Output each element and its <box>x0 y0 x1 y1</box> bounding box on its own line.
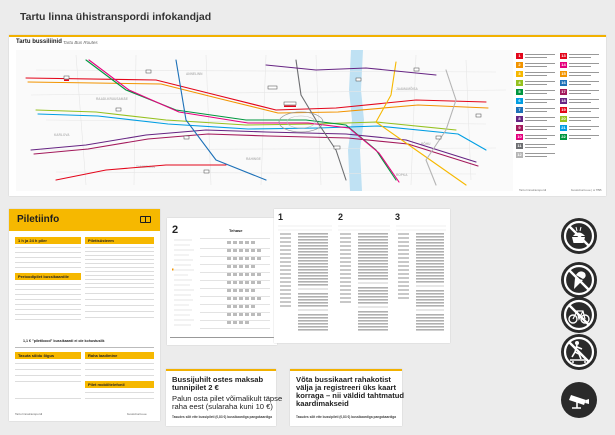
notice-card-title-2: välja ja registreeri üks kaart <box>296 383 397 392</box>
map-subtitle: Tartu Bus Routes <box>63 39 98 45</box>
timetable-stop-list <box>172 239 194 326</box>
box-mobile-ticket: Pilet mobiiltelefonil <box>85 381 154 388</box>
timetable-columns <box>278 225 446 331</box>
legend-route-8: 8 <box>516 116 558 122</box>
svg-text:RAADI-KRUUSAMÄE: RAADI-KRUUSAMÄE <box>96 97 128 101</box>
legend-route-19: 19 <box>560 107 602 113</box>
notice-card-title-1: Võta bussikaart rahakotist <box>296 375 391 384</box>
legend-route-16: 16 <box>560 80 602 86</box>
legend-route-12: 12 <box>516 152 558 158</box>
legend-route-9: 9 <box>516 125 558 131</box>
timetable-number-3: 3 <box>395 212 401 222</box>
ticket-info-header: Piletiinfo <box>9 209 160 231</box>
legend-route-13: 13 <box>560 53 602 59</box>
legend-route-4: 4 <box>516 80 558 86</box>
svg-text:ROPKA: ROPKA <box>396 173 408 177</box>
timetable-route-2: 2 Tehase <box>167 218 277 345</box>
no-ice-cream-icon <box>561 262 597 298</box>
notice-cash-title-2: tunnipilet 2 € <box>172 383 219 392</box>
legend-route-6: 6 <box>516 98 558 104</box>
no-eating-icon <box>561 218 597 254</box>
notice-card-register: Võta bussikaart rahakotist välja ja regi… <box>290 369 405 426</box>
route-legend: 1 2 3 4 5 6 7 8 9 10 11 12 13 14 15 16 1… <box>516 53 602 179</box>
map-footer-left: Tartu linnatranspordi <box>519 188 547 192</box>
legend-route-21: 21 <box>560 125 602 131</box>
no-skateboard-icon <box>561 334 597 370</box>
route-map-poster: Tartu bussiliinid Tartu Bus Routes RAADI… <box>9 35 606 196</box>
river <box>348 50 364 191</box>
legend-route-2: 2 <box>516 62 558 68</box>
svg-text:RAHINGE: RAHINGE <box>246 157 261 161</box>
legend-route-14: 14 <box>560 62 602 68</box>
box-period-ticket: Perioodipilet bussikaardile <box>15 273 81 280</box>
timetable-route-number: 2 <box>172 224 179 236</box>
legend-route-1: 1 <box>516 53 558 59</box>
notice-cash-title-1: Bussijuhilt ostes maksab <box>172 375 264 384</box>
notice-card-title-3: korraga – nii väldid tahtmatud <box>296 391 405 400</box>
legend-route-18: 18 <box>560 98 602 104</box>
notice-card-footer: Tasudes sõit ette bussipileti (0,83 €) b… <box>296 415 397 419</box>
box-single-ticket: 1 h ja 24 h piler <box>15 237 81 244</box>
timetable-number-2: 2 <box>338 212 344 222</box>
map-footer-right: bussid.tartu.ee | ● TBB <box>571 188 602 192</box>
legend-route-20: 20 <box>560 116 602 122</box>
map-header: Tartu bussiliinid Tartu Bus Routes <box>9 37 606 49</box>
notice-cash-footer: Tasudes sõit ette bussipileti (0,83 €) b… <box>172 415 273 419</box>
legend-route-15: 15 <box>560 71 602 77</box>
notice-cash-fare: Bussijuhilt ostes maksab tunnipilet 2 € … <box>166 369 282 426</box>
svg-text:KARLOVA: KARLOVA <box>54 133 70 137</box>
ticket-info-poster: Piletiinfo 1 h ja 24 h piler Piletisüste… <box>9 209 160 421</box>
page-title: Tartu linna ühistranspordi infokandjad <box>20 11 212 23</box>
cctv-icon <box>561 382 597 418</box>
note-code: 1,1 € "piletikood" bussikaardi ei ole ko… <box>23 339 105 343</box>
no-bicycle-icon <box>561 297 597 333</box>
ticket-icon <box>140 216 151 223</box>
timetable-number-1: 1 <box>278 212 284 222</box>
legend-route-5: 5 <box>516 89 558 95</box>
legend-route-10: 10 <box>516 134 558 140</box>
legend-route-17: 17 <box>560 89 602 95</box>
box-ticket-system: Piletisüsteem <box>85 237 154 244</box>
ticket-info-title: Piletiinfo <box>17 214 60 225</box>
legend-route-7: 7 <box>516 107 558 113</box>
timetable-stop-name: Tehase <box>229 228 243 233</box>
notice-card-title-4: kaardimakseid <box>296 399 349 408</box>
legend-route-22: 22 <box>560 134 602 140</box>
timetable-times <box>227 241 261 324</box>
ticket-footer-left: Tartu linnatranspordi <box>15 412 43 416</box>
svg-text:ANNELINN: ANNELINN <box>186 72 203 76</box>
notice-cash-sub-1: Palun osta pilet võimalikult täpse <box>172 394 283 403</box>
box-free-ride: Tasuta sõidu õigus <box>15 352 81 359</box>
route-map: RAADI-KRUUSAMÄE KARLOVA ANNELINN JAAMAMÕIS… <box>16 50 513 191</box>
legend-route-3: 3 <box>516 71 558 77</box>
legend-route-11: 11 <box>516 143 558 149</box>
svg-text:RÕHU: RÕHU <box>421 141 431 146</box>
timetable-sheet: 1 2 3 <box>274 209 450 343</box>
ticket-footer-right: bussid.tartu.ee <box>127 412 147 416</box>
box-top-up: Raha laadimine <box>85 352 154 359</box>
notice-cash-sub-2: raha eest (sularaha kuni 10 €) <box>172 402 273 411</box>
map-title: Tartu bussiliinid <box>16 39 62 45</box>
svg-text:JAAMAMÕISA: JAAMAMÕISA <box>396 86 418 91</box>
